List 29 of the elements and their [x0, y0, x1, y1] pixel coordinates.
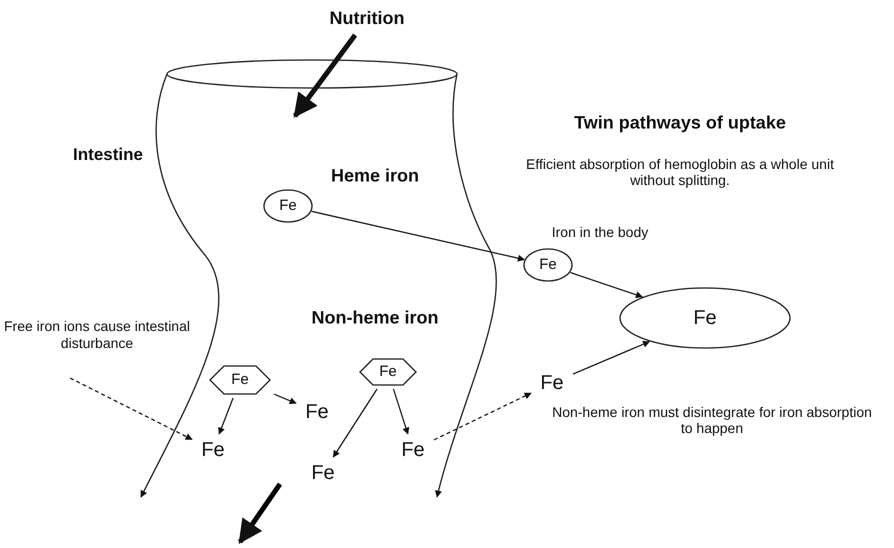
arrow — [434, 392, 532, 440]
arrow — [332, 388, 378, 458]
section-heading: Non-heme iron — [312, 308, 438, 328]
section-heading: Heme iron — [330, 166, 420, 186]
iron-hexagon: Fe — [359, 358, 417, 386]
description-text: Efficient absorption of hemoglobin as a whole unit without splitting. — [525, 156, 835, 188]
node-label: Fe — [299, 399, 335, 425]
iron-ellipse: Fe — [263, 189, 313, 223]
iron-ellipse: Fe — [523, 248, 573, 282]
arrow — [70, 377, 193, 440]
arrow — [274, 394, 297, 404]
node-label: Fe — [195, 437, 231, 463]
iron-ellipse: Fe — [619, 287, 791, 349]
part-label: Intestine — [73, 145, 143, 165]
node-label: Fe — [395, 437, 431, 463]
node-label: Nutrition — [312, 6, 422, 32]
note-text: Non-heme iron must disintegrate for iron absorption to happen — [552, 404, 872, 436]
title-heading: Twin pathways of uptake — [574, 112, 786, 134]
iron-hexagon: Fe — [209, 365, 271, 395]
arrow — [218, 398, 234, 435]
arrow — [572, 340, 650, 375]
node-label: Fe — [305, 460, 341, 486]
arrow — [312, 210, 525, 262]
node-label: Free iron ions cause intestinal disturbance — [2, 315, 192, 355]
arrow — [570, 272, 643, 298]
caption-text: Iron in the body — [552, 224, 648, 240]
node-label: Fe — [534, 370, 570, 396]
arrow — [293, 34, 358, 118]
arrow — [392, 388, 410, 435]
